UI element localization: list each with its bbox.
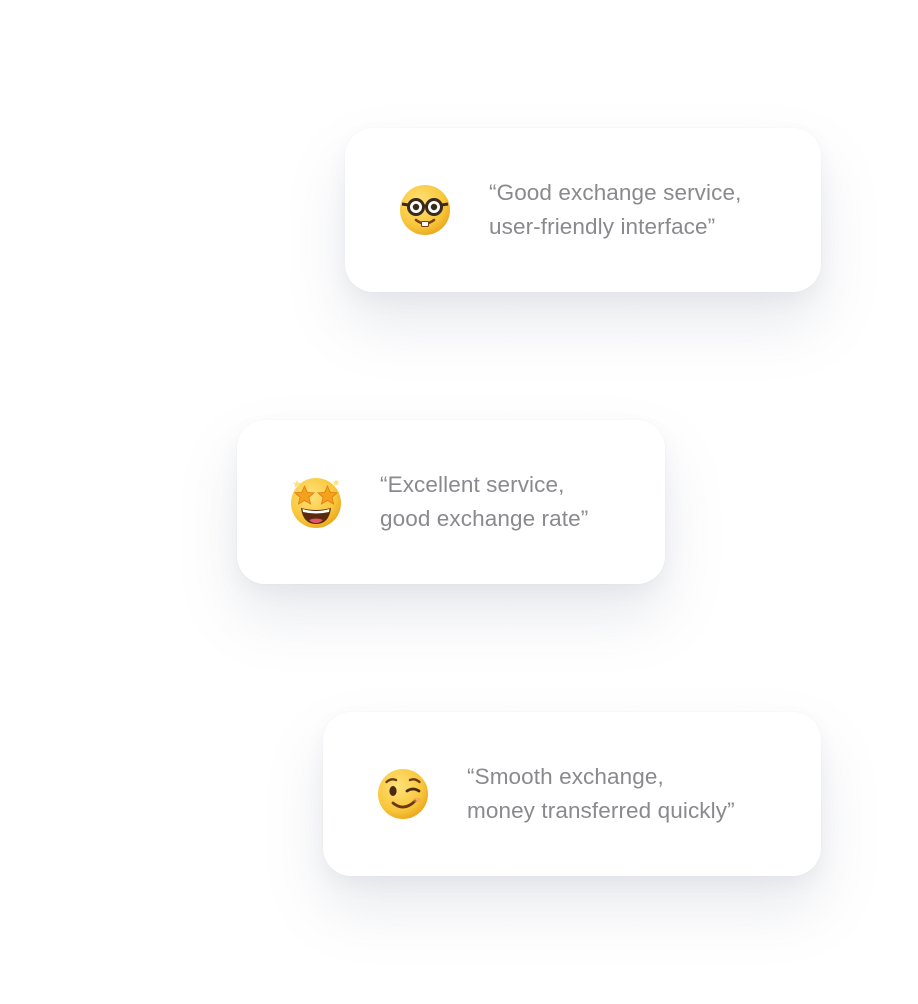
review-quote-line: user-friendly interface” (489, 214, 716, 239)
review-quote: “Excellent service, good exchange rate” (380, 468, 588, 536)
nerd-face-icon (398, 183, 452, 237)
review-quote-line: “Good exchange service, (489, 180, 742, 205)
review-quote-line: good exchange rate” (380, 506, 589, 531)
review-card: “Smooth exchange, money transferred quic… (323, 712, 821, 876)
winking-face-icon (376, 767, 430, 821)
review-quote-line: “Excellent service, (380, 472, 565, 497)
review-quote: “Smooth exchange, money transferred quic… (467, 760, 735, 828)
review-card: “Excellent service, good exchange rate” (237, 420, 665, 584)
review-quote-line: money transferred quickly” (467, 798, 735, 823)
review-card: “Good exchange service, user-friendly in… (345, 128, 821, 292)
star-struck-icon (289, 475, 343, 529)
review-quote: “Good exchange service, user-friendly in… (489, 176, 741, 244)
review-quote-line: “Smooth exchange, (467, 764, 664, 789)
